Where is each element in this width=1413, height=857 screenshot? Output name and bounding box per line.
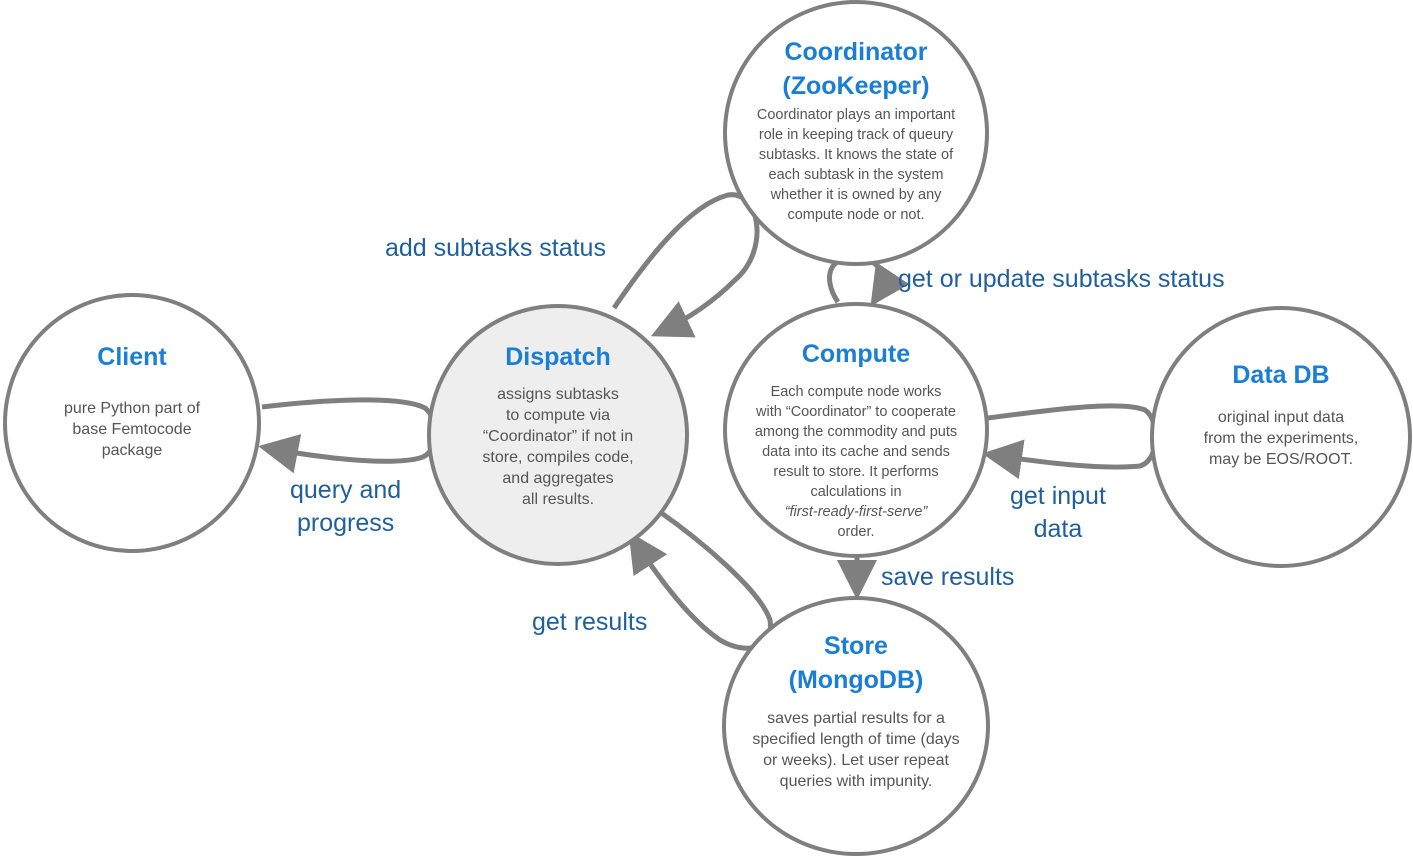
edge-label-get-or-update-subtasks-status: get or update subtasks status <box>898 265 1225 293</box>
dispatch-desc-line: store, compiles code, <box>482 449 634 466</box>
store-title-line: (MongoDB) <box>788 666 924 694</box>
edge-label-get-results: get results <box>532 608 648 636</box>
dispatch-desc-line: to compute via <box>505 407 611 424</box>
coordinator-title: Coordinator (ZooKeeper) <box>727 35 985 103</box>
dispatch-desc-line: assigns subtasks <box>497 386 619 403</box>
coordinator-desc-line: Coordinator plays an important <box>756 107 956 123</box>
store-description: saves partial results for a specified le… <box>726 708 986 792</box>
client-description: pure Python part of base Femtocode packa… <box>7 398 257 461</box>
coordinator-desc-line: each subtask in the system <box>768 167 944 183</box>
coordinator-desc-line: subtasks. It knows the state of <box>758 147 954 163</box>
dispatch-description: assigns subtasks to compute via “Coordin… <box>431 384 685 510</box>
store-title: Store (MongoDB) <box>726 629 986 697</box>
data-db-desc-line: original input data <box>1217 409 1345 426</box>
datadb-compute-connector <box>982 403 1159 480</box>
compute-desc-line: calculations in <box>810 484 902 500</box>
edge-label-line: progress <box>296 509 395 537</box>
store-desc-line: queries with impunity. <box>779 773 933 790</box>
data-db-description: original input data from the experiments… <box>1154 407 1408 470</box>
compute-desc-line: with “Coordinator” to cooperate <box>756 404 956 420</box>
edge-label-get-input-data: get input data <box>1010 480 1106 546</box>
client-desc-line: pure Python part of <box>63 400 201 417</box>
client-desc-line: base Femtocode <box>72 421 192 438</box>
coordinator-node: Coordinator (ZooKeeper) Coordinator play… <box>723 0 989 266</box>
coordinator-title-line: (ZooKeeper) <box>782 72 930 100</box>
edge-label-line: data <box>1033 515 1083 543</box>
coordinator-desc-line: role in keeping track of queury <box>758 127 954 143</box>
edge-label-line: get input <box>1010 482 1106 510</box>
coordinator-title-line: Coordinator <box>784 38 928 66</box>
compute-desc-line: data into its cache and sends <box>762 444 950 460</box>
client-node: Client pure Python part of base Femtocod… <box>3 293 261 553</box>
store-desc-line: saves partial results for a <box>767 710 945 727</box>
coordinator-desc-line: whether it is owned by any <box>770 187 942 203</box>
dispatch-node: Dispatch assigns subtasks to compute via… <box>427 304 689 566</box>
dispatch-desc-line: and aggregates <box>502 470 614 487</box>
compute-desc-line: order. <box>837 524 875 540</box>
client-title: Client <box>97 343 167 371</box>
data-db-node: Data DB original input data from the exp… <box>1150 306 1412 568</box>
dispatch-desc-line: “Coordinator” if not in <box>482 428 634 445</box>
compute-desc-line: result to store. It performs <box>773 464 939 480</box>
client-desc-line: package <box>101 442 163 459</box>
edge-label-query-and-progress: query and progress <box>290 474 401 540</box>
store-node: Store (MongoDB) saves partial results fo… <box>722 596 990 856</box>
compute-desc-line: among the commodity and puts <box>754 424 958 440</box>
compute-description: Each compute node works with “Coordinato… <box>727 382 985 542</box>
dispatch-title: Dispatch <box>505 343 611 371</box>
compute-title: Compute <box>801 340 911 368</box>
store-desc-line: specified length of time (days <box>752 731 960 748</box>
edge-label-line: query and <box>290 476 402 504</box>
compute-desc-line: “first-ready-first-serve” <box>784 504 928 520</box>
edge-label-save-results: save results <box>881 563 1015 591</box>
data-db-desc-line: from the experiments, <box>1203 430 1359 447</box>
coordinator-description: Coordinator plays an important role in k… <box>727 105 985 225</box>
edge-label-add-subtasks-status: add subtasks status <box>385 234 606 262</box>
data-db-title: Data DB <box>1232 361 1330 389</box>
compute-desc-line: Each compute node works <box>770 384 942 400</box>
store-desc-line: or weeks). Let user repeat <box>763 752 949 769</box>
compute-node: Compute Each compute node works with “Co… <box>723 302 989 558</box>
dispatch-desc-line: all results. <box>521 491 595 508</box>
data-db-desc-line: may be EOS/ROOT. <box>1208 451 1354 468</box>
store-title-line: Store <box>824 632 888 660</box>
coordinator-desc-line: compute node or not. <box>787 207 925 223</box>
client-dispatch-connector <box>258 397 439 474</box>
